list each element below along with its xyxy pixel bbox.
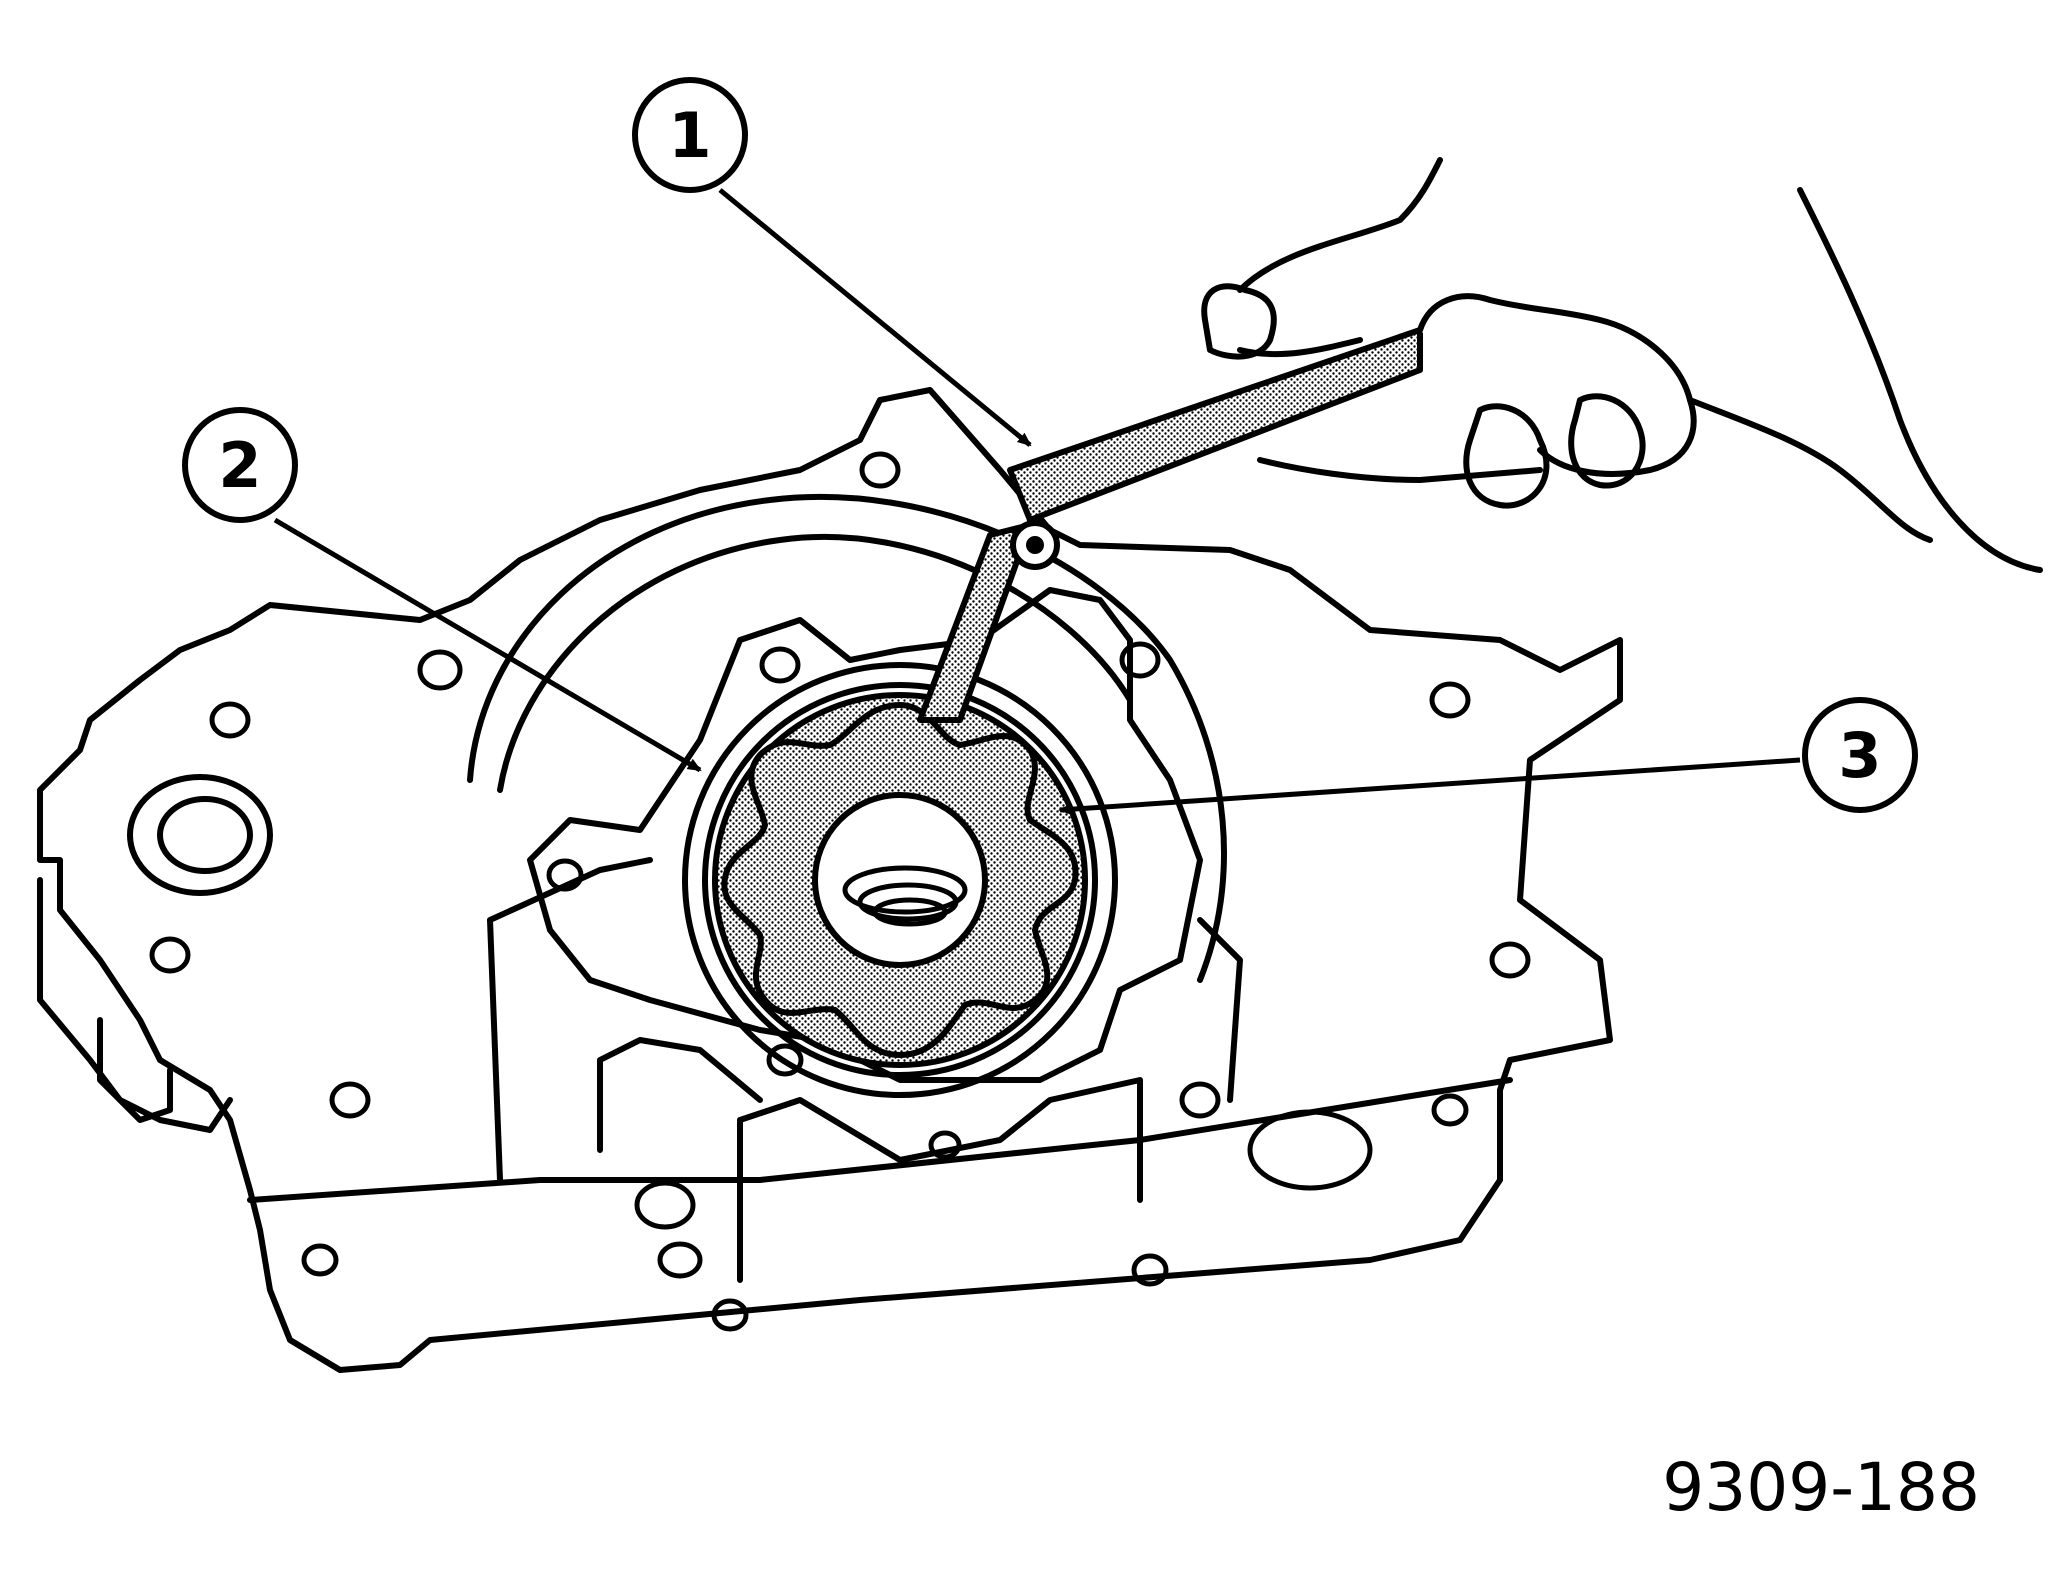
pump-outer-ring <box>682 662 1118 1098</box>
bolt-holes <box>149 451 1531 1332</box>
callout-2: 2 <box>182 407 298 523</box>
callout-1: 1 <box>632 77 748 193</box>
pump-recess <box>467 493 1227 983</box>
pump-outer-ring-2 <box>702 682 1098 1078</box>
callout-1-label: 1 <box>668 99 711 172</box>
left-boss <box>97 1017 173 1123</box>
rotor-bore <box>812 792 988 968</box>
leader-2 <box>273 517 702 773</box>
callout-3: 3 <box>1802 697 1918 813</box>
forearm <box>1687 187 2043 573</box>
feeler-blade-main <box>1007 327 1423 523</box>
center-column <box>737 1077 1143 1283</box>
leader-1 <box>718 188 1032 447</box>
housing-outline <box>37 387 1623 1373</box>
bottom-flange <box>247 1077 1513 1203</box>
leader-3 <box>1058 757 1801 816</box>
lower-boss <box>487 857 653 1183</box>
leader-lines <box>273 188 1801 816</box>
bore-threads <box>842 865 968 927</box>
figure-id: 9309-188 <box>1662 1449 1980 1526</box>
left-bore-inner <box>157 796 253 874</box>
callout-3-label: 3 <box>1838 719 1881 792</box>
callout-2-label: 2 <box>218 429 261 502</box>
pump-cover <box>527 587 1203 1083</box>
left-bore <box>127 774 273 896</box>
lower-boss-right <box>1197 917 1243 1103</box>
center-column-left <box>597 1037 763 1153</box>
hand <box>1201 157 1697 509</box>
